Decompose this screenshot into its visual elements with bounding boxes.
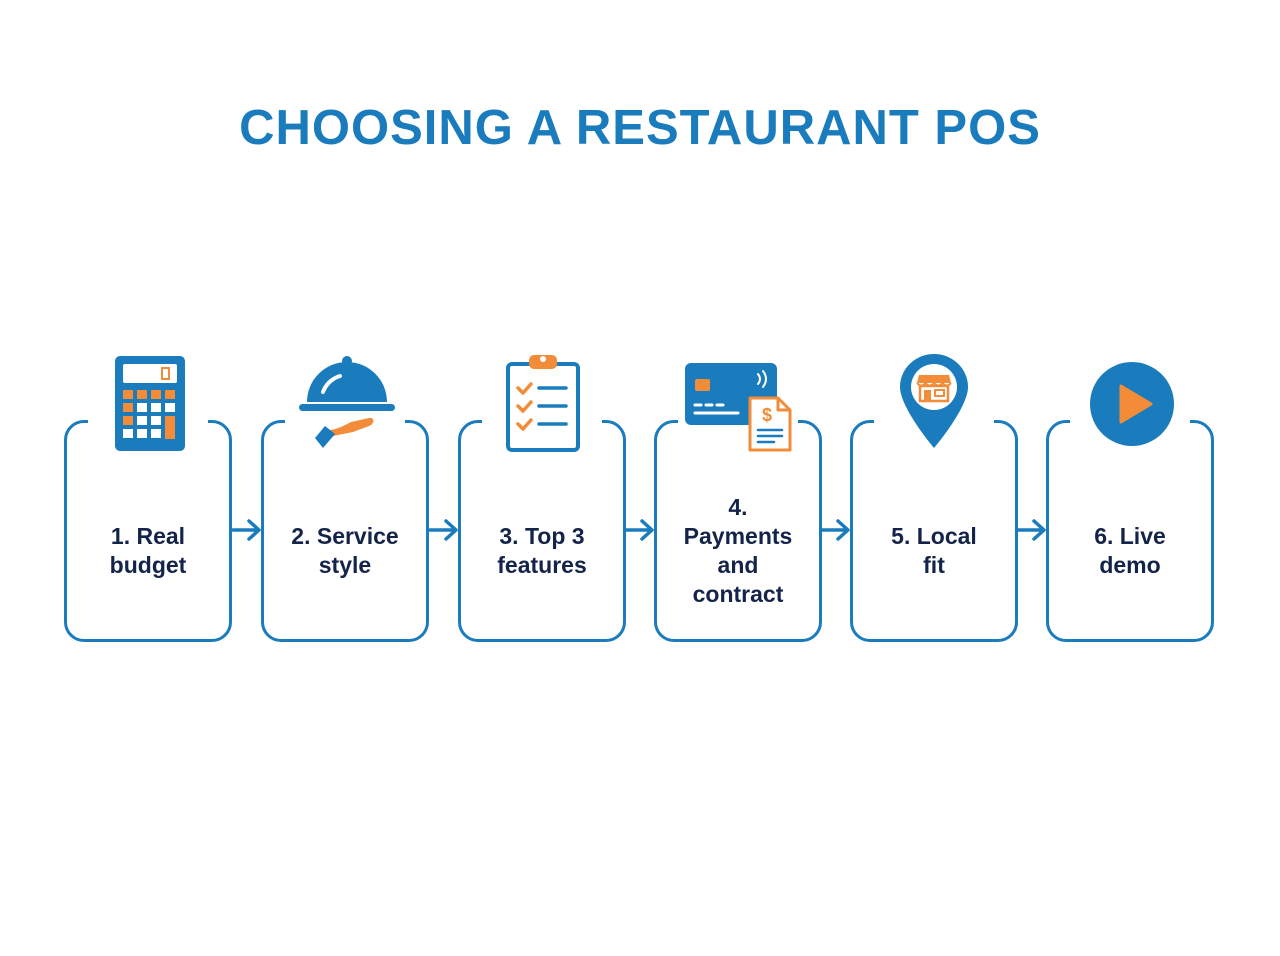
serving-cloche-icon — [285, 350, 405, 460]
page-title: CHOOSING A RESTAURANT POS — [239, 101, 1041, 155]
arrow-right-icon — [820, 515, 852, 545]
arrow-right-icon — [428, 515, 460, 545]
step-3-top-3-features: 3. Top 3 features — [458, 350, 626, 645]
store-location-pin-icon — [874, 350, 994, 460]
step-label: 6. Live demo — [1094, 523, 1166, 578]
play-button-icon — [1070, 350, 1190, 460]
step-6-live-demo: 6. Live demo — [1046, 350, 1214, 645]
arrow-right-icon — [624, 515, 656, 545]
step-4-payments-and-contract: $ 4. Payments and contract — [654, 350, 822, 645]
arrow-right-icon — [1016, 515, 1048, 545]
credit-card-invoice-icon: $ — [678, 350, 798, 460]
arrow-right-icon — [231, 515, 263, 545]
step-2-service-style: 2. Service style — [261, 350, 429, 645]
checklist-clipboard-icon — [482, 350, 602, 460]
step-label: 3. Top 3 features — [497, 523, 587, 578]
calculator-icon — [88, 350, 208, 460]
step-5-local-fit: 5. Local fit — [850, 350, 1018, 645]
svg-text:$: $ — [762, 405, 772, 425]
step-label: 2. Service style — [291, 523, 399, 578]
step-label: 4. Payments and contract — [683, 494, 793, 607]
step-1-real-budget: 1. Real budget — [64, 350, 232, 645]
step-label: 1. Real budget — [109, 523, 187, 578]
step-label: 5. Local fit — [891, 523, 977, 578]
